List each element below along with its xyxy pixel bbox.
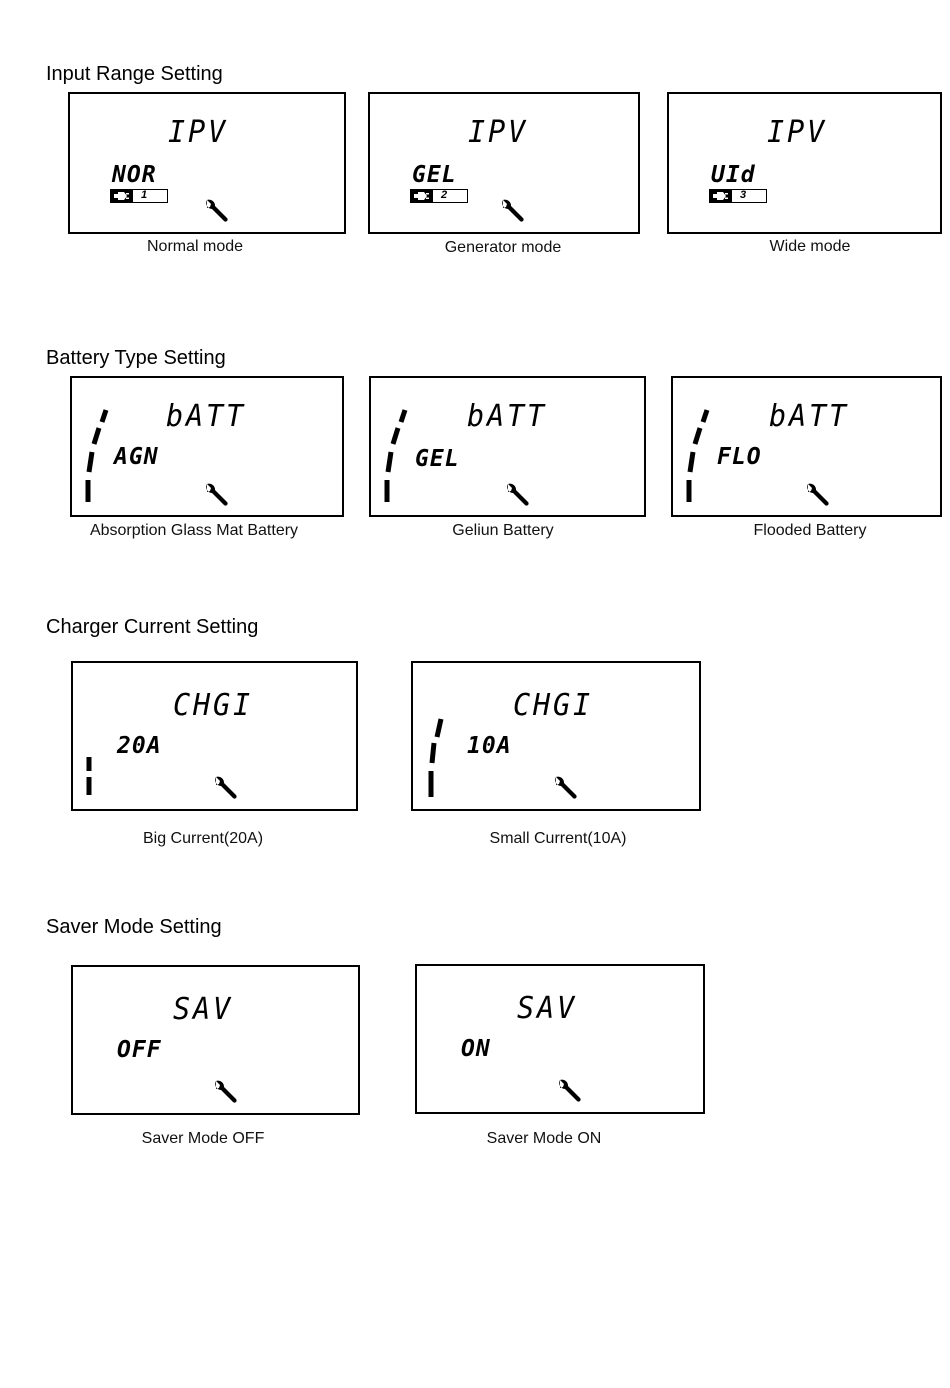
wrench-icon (213, 775, 239, 801)
wrench-icon (557, 1078, 583, 1104)
caption-small-current: Small Current(10A) (489, 830, 627, 847)
range-number: 2 (441, 189, 448, 201)
lcd-panel-battery-agm: bATT AGN (70, 376, 344, 517)
lcd-panel-charger-20a: CHGI 20A (71, 661, 358, 811)
plug-icon (114, 191, 130, 201)
lcd-panel-input-generator: IPV GEL 2 (368, 92, 640, 234)
lcd-panel-saver-off: SAV OFF (71, 965, 360, 1115)
caption-normal-mode: Normal mode (146, 238, 244, 255)
wrench-icon (505, 482, 531, 508)
range-indicator: 3 (709, 189, 767, 203)
caption-agm-battery: Absorption Glass Mat Battery (89, 522, 299, 539)
lcd-code: SAV (173, 992, 234, 1027)
wrench-icon (553, 775, 579, 801)
level-bar-icon (86, 757, 92, 795)
level-bar-icon (384, 409, 408, 502)
lcd-code: bATT (769, 399, 850, 434)
lcd-code: SAV (517, 991, 578, 1026)
lcd-panel-charger-10a: CHGI 10A (411, 661, 701, 811)
lcd-value: 10A (467, 733, 512, 759)
range-number: 3 (740, 189, 747, 201)
lcd-value: GEL (412, 162, 457, 188)
lcd-code: IPV (168, 115, 229, 150)
range-indicator: 1 (110, 189, 168, 203)
level-bar-icon (428, 718, 444, 797)
level-bar-icon (686, 409, 710, 502)
plug-icon (414, 191, 430, 201)
lcd-panel-input-wide: IPV UId 3 (667, 92, 942, 234)
section-title-saver-mode: Saver Mode Setting (46, 916, 222, 938)
caption-flooded-battery: Flooded Battery (753, 522, 867, 539)
caption-saver-off: Saver Mode OFF (141, 1130, 265, 1147)
level-bar-icon (85, 409, 109, 502)
lcd-value: 20A (117, 733, 162, 759)
lcd-code: IPV (767, 115, 828, 150)
lcd-code: CHGI (513, 688, 594, 723)
lcd-value: GEL (415, 446, 460, 472)
caption-big-current: Big Current(20A) (142, 830, 264, 847)
plug-icon (713, 191, 729, 201)
wrench-icon (213, 1079, 239, 1105)
caption-generator-mode: Generator mode (444, 239, 562, 256)
lcd-value: AGN (114, 444, 159, 470)
lcd-panel-input-normal: IPV NOR 1 (68, 92, 346, 234)
caption-wide-mode: Wide mode (769, 238, 851, 255)
lcd-value: NOR (112, 162, 157, 188)
range-indicator: 2 (410, 189, 468, 203)
lcd-code: IPV (468, 115, 529, 150)
caption-gel-battery: Geliun Battery (452, 522, 554, 539)
lcd-panel-battery-gel: bATT GEL (369, 376, 646, 517)
wrench-icon (204, 482, 230, 508)
lcd-value: UId (711, 162, 756, 188)
wrench-icon (500, 198, 526, 224)
section-title-input-range: Input Range Setting (46, 63, 223, 85)
lcd-code: bATT (467, 399, 548, 434)
lcd-value: FLO (717, 444, 762, 470)
wrench-icon (805, 482, 831, 508)
lcd-value: OFF (117, 1037, 162, 1063)
lcd-code: CHGI (173, 688, 254, 723)
wrench-icon (204, 198, 230, 224)
section-title-charger-current: Charger Current Setting (46, 616, 259, 638)
caption-saver-on: Saver Mode ON (486, 1130, 602, 1147)
lcd-code: bATT (166, 399, 247, 434)
lcd-panel-battery-flooded: bATT FLO (671, 376, 942, 517)
lcd-value: ON (461, 1036, 491, 1062)
section-title-battery-type: Battery Type Setting (46, 347, 226, 369)
range-number: 1 (141, 189, 148, 201)
lcd-panel-saver-on: SAV ON (415, 964, 705, 1114)
